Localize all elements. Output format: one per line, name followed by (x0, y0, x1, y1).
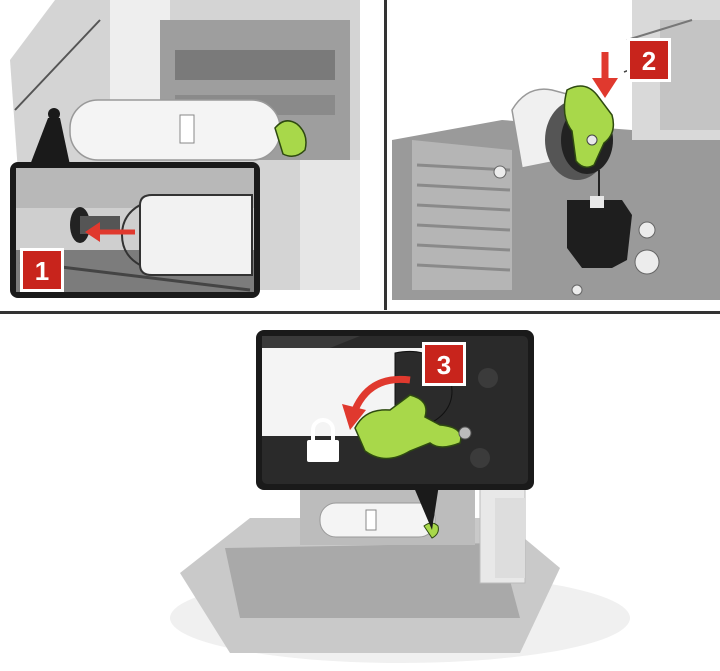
step-3-badge: 3 (422, 342, 466, 386)
step-3-illustration: 3 (0, 318, 720, 671)
step-3-number: 3 (437, 350, 451, 380)
vertical-divider (384, 0, 387, 310)
roller-holder (567, 200, 632, 268)
step-3-panel: 3 (0, 318, 720, 671)
step-1-badge: 1 (20, 248, 64, 292)
step-1-panel: 1 (0, 0, 372, 305)
step-2-number: 2 (642, 46, 656, 76)
step-2-badge: 2 (627, 38, 671, 82)
separator-roller (70, 100, 280, 160)
step-2-illustration: 2 (392, 0, 720, 305)
separator-roller (320, 503, 435, 537)
step-2-panel: 2 (392, 0, 720, 305)
step-1-number: 1 (35, 256, 49, 286)
step-1-illustration: 1 (0, 0, 372, 305)
horizontal-divider (0, 311, 720, 314)
roller-closeup (140, 195, 252, 275)
